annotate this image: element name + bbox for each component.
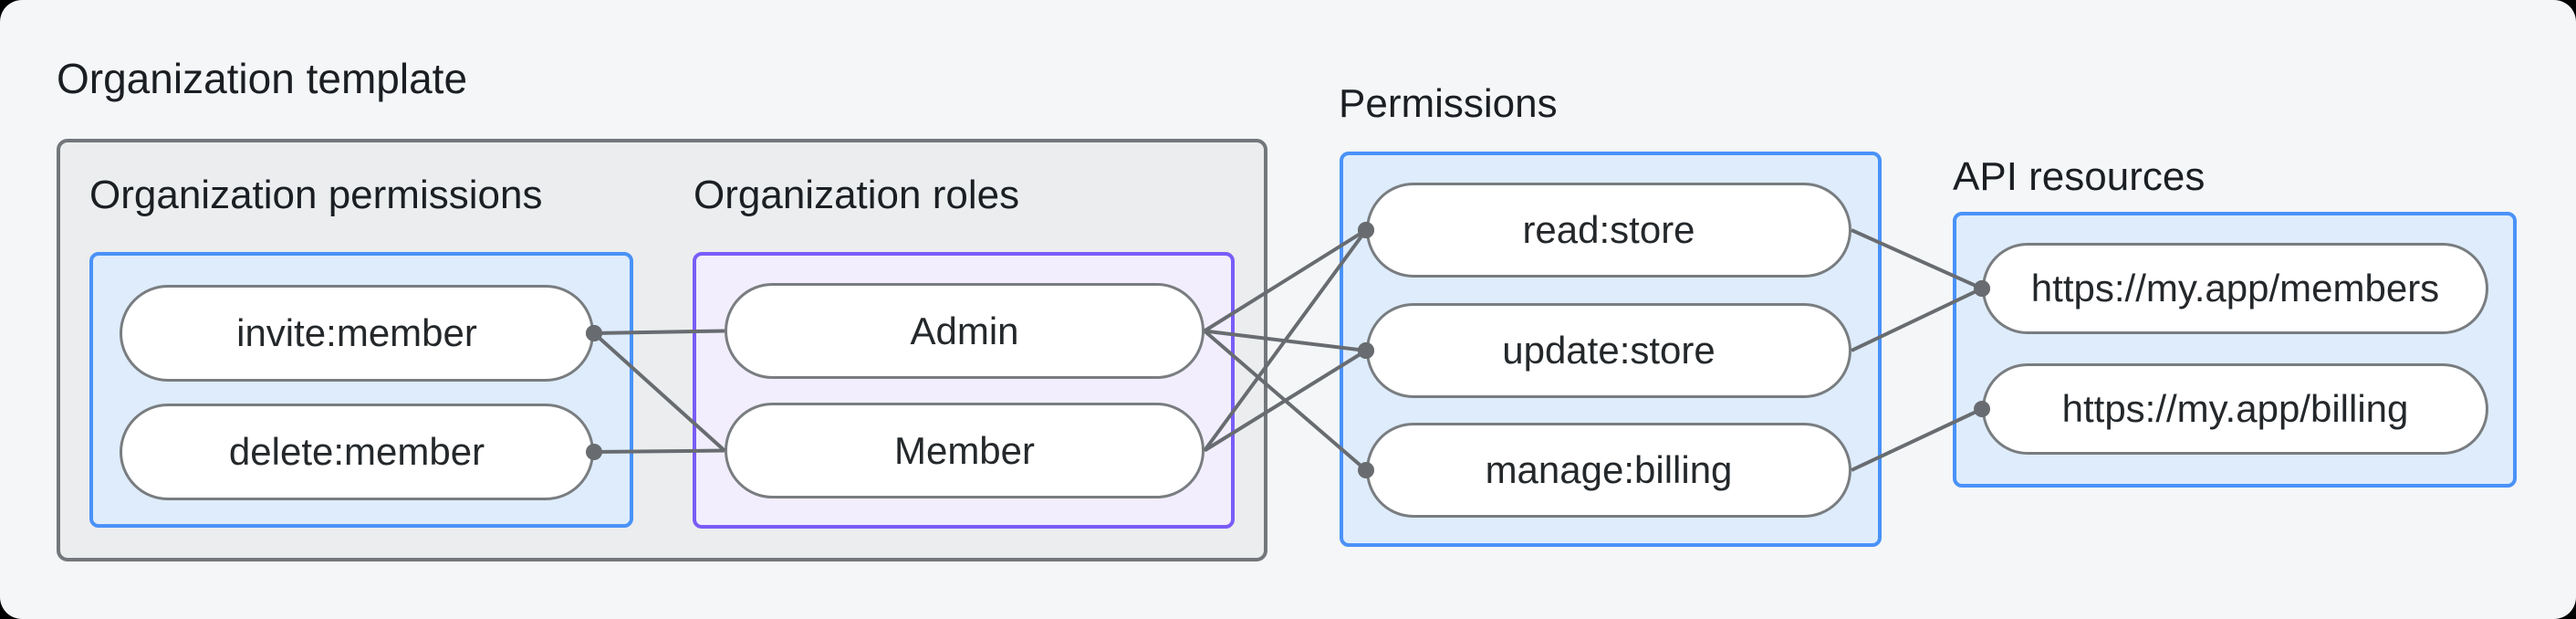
api-resources-label: API resources [1953,154,2206,199]
org-roles-label: Organization roles [694,173,1020,217]
pill-update-store: update:store [1366,303,1851,398]
pill-billing-url: https://my.app/billing [1982,363,2488,455]
pill-members-url: https://my.app/members [1982,243,2488,334]
pill-manage-billing: manage:billing [1366,423,1851,518]
pill-member: Member [725,403,1205,498]
pill-invite-member: invite:member [120,285,594,382]
pill-delete-member: delete:member [120,404,594,500]
permissions-label: Permissions [1339,81,1558,126]
org-permissions-label: Organization permissions [89,173,543,217]
pill-read-store: read:store [1366,183,1851,278]
pill-admin: Admin [725,283,1205,379]
org-template-title: Organization template [57,55,468,102]
